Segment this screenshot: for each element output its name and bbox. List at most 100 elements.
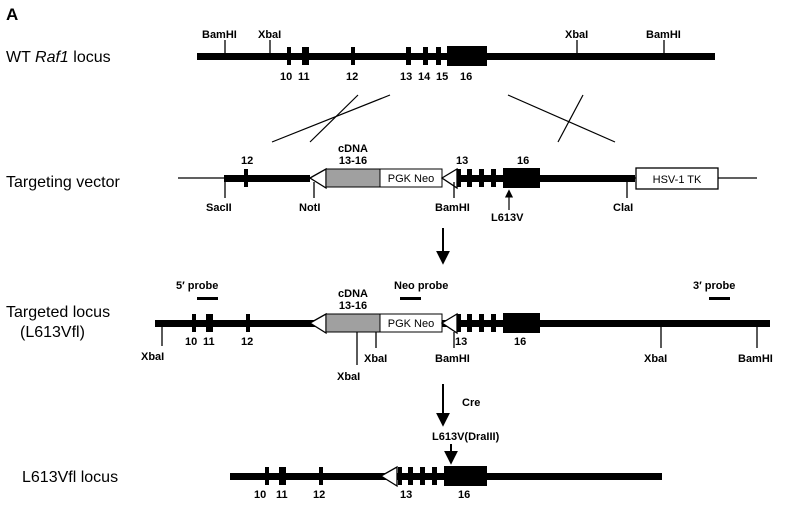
wt-site-bamhi: BamHI (646, 29, 681, 41)
wt-exon-label: 10 (280, 71, 292, 83)
targeting-vector: Targeting vector 12 cDNA 13-16 PGK Neo 1… (6, 143, 757, 224)
probe-5prime (197, 297, 218, 300)
cdna-label: cDNA (338, 288, 368, 300)
vector-right-arm (454, 175, 635, 182)
targeting-vector-label: Targeting vector (6, 174, 121, 191)
targeted-exon (206, 314, 213, 332)
targeted-chromosome-line (155, 320, 770, 327)
vector-exon (503, 168, 540, 188)
cdna-cassette (325, 313, 381, 333)
wt-exon (423, 47, 428, 65)
cdna-label: cDNA (338, 143, 368, 155)
final-exon (444, 466, 487, 486)
targeted-site-xbai: XbaI (141, 351, 164, 363)
final-exon-label: 12 (313, 489, 325, 501)
targeted-exon-label: 13 (455, 336, 467, 348)
final-exon (432, 467, 437, 485)
probe-neo-label: Neo probe (394, 280, 448, 292)
wt-label-gene: Raf1 (35, 49, 69, 66)
targeted-locus-label: Targeted locus (6, 304, 110, 321)
l613vfl-locus-label: L613Vfl locus (22, 469, 118, 486)
vector-site-noti: NotI (299, 202, 320, 214)
wt-exon-label: 12 (346, 71, 358, 83)
wt-exon (406, 47, 411, 65)
probe-3prime-label: 3′ probe (693, 280, 735, 292)
targeted-exon-label: 10 (185, 336, 197, 348)
final-exon (319, 467, 323, 485)
final-exon (408, 467, 413, 485)
final-exon-label: 16 (458, 489, 470, 501)
cdna-exons-label: 13-16 (339, 300, 367, 312)
targeted-exon (192, 314, 196, 332)
wt-exon-label: 15 (436, 71, 448, 83)
wt-exon (302, 47, 309, 65)
final-exon-label: 10 (254, 489, 266, 501)
wt-locus-label: WT Raf1 locus (6, 49, 111, 66)
crossover-line (271, 94, 391, 143)
targeted-exon (467, 314, 472, 332)
targeted-exon (246, 314, 250, 332)
targeted-site-bamhi: BamHI (738, 353, 773, 365)
final-exon (265, 467, 269, 485)
vector-exon (457, 169, 461, 187)
wt-site-bamhi: BamHI (202, 29, 237, 41)
loxp-site-icon (379, 465, 398, 488)
wt-exon-label: 11 (298, 71, 310, 83)
wt-label-pre: WT (6, 49, 35, 66)
vector-exon-label: 16 (517, 155, 529, 167)
wt-label-post: locus (69, 49, 111, 66)
vector-exon (491, 169, 496, 187)
wt-exon (287, 47, 291, 65)
wt-site-xbai: XbaI (565, 29, 588, 41)
hsv-tk-label: HSV-1 TK (653, 174, 702, 186)
vector-exon (467, 169, 472, 187)
targeted-exon (503, 313, 540, 333)
crossover-line (507, 94, 616, 143)
loxp-site-icon (440, 312, 458, 335)
loxp-site-icon (308, 167, 327, 190)
final-exon-label: 11 (276, 489, 288, 501)
pgk-neo-label: PGK Neo (388, 318, 434, 330)
wt-locus: WT Raf1 locus BamHI XbaI XbaI BamHI 10 1… (6, 29, 715, 83)
cre-label: Cre (462, 397, 480, 409)
probe-neo (400, 297, 421, 300)
final-mutation-label: L613V(DraIII) (432, 431, 500, 443)
vector-site-clai: ClaI (613, 202, 633, 214)
final-exon (279, 467, 286, 485)
cdna-cassette (325, 168, 381, 188)
wt-site-xbai: XbaI (258, 29, 281, 41)
hsv-tk-cassette (635, 167, 719, 190)
vector-site-sacii: SacII (206, 202, 232, 214)
wt-exon-label: 14 (418, 71, 431, 83)
targeted-exon-label: 16 (514, 336, 526, 348)
vector-site-bamhi: BamHI (435, 202, 470, 214)
targeted-exon (479, 314, 484, 332)
targeted-exon (491, 314, 496, 332)
targeted-locus: Targeted locus (L613Vfl) 5′ probe Neo pr… (6, 280, 773, 383)
wt-exon (436, 47, 441, 65)
targeted-site-bamhi: BamHI (435, 353, 470, 365)
loxp-site-icon (440, 167, 458, 190)
vector-exon-label: 12 (241, 155, 253, 167)
probe-5prime-label: 5′ probe (176, 280, 218, 292)
vector-mutation-label: L613V (491, 212, 524, 224)
recombination-crossovers (271, 94, 616, 143)
wt-exon (351, 47, 355, 65)
cdna-exons-label: 13-16 (339, 155, 367, 167)
targeted-exon-label: 12 (241, 336, 253, 348)
targeted-locus-sublabel: (L613Vfl) (20, 324, 85, 341)
panel-label: A (6, 5, 18, 24)
targeted-exon-label: 11 (203, 336, 215, 348)
final-exon-label: 13 (400, 489, 412, 501)
targeted-site-xbai: XbaI (644, 353, 667, 365)
vector-exon (479, 169, 484, 187)
vector-exon (244, 169, 248, 187)
crossover-line (557, 94, 584, 143)
wt-exon-label: 13 (400, 71, 412, 83)
pgk-neo-label: PGK Neo (388, 173, 434, 185)
vector-exon-label: 13 (456, 155, 468, 167)
probe-3prime (709, 297, 730, 300)
wt-exon (447, 46, 487, 66)
targeted-exon (457, 314, 461, 332)
